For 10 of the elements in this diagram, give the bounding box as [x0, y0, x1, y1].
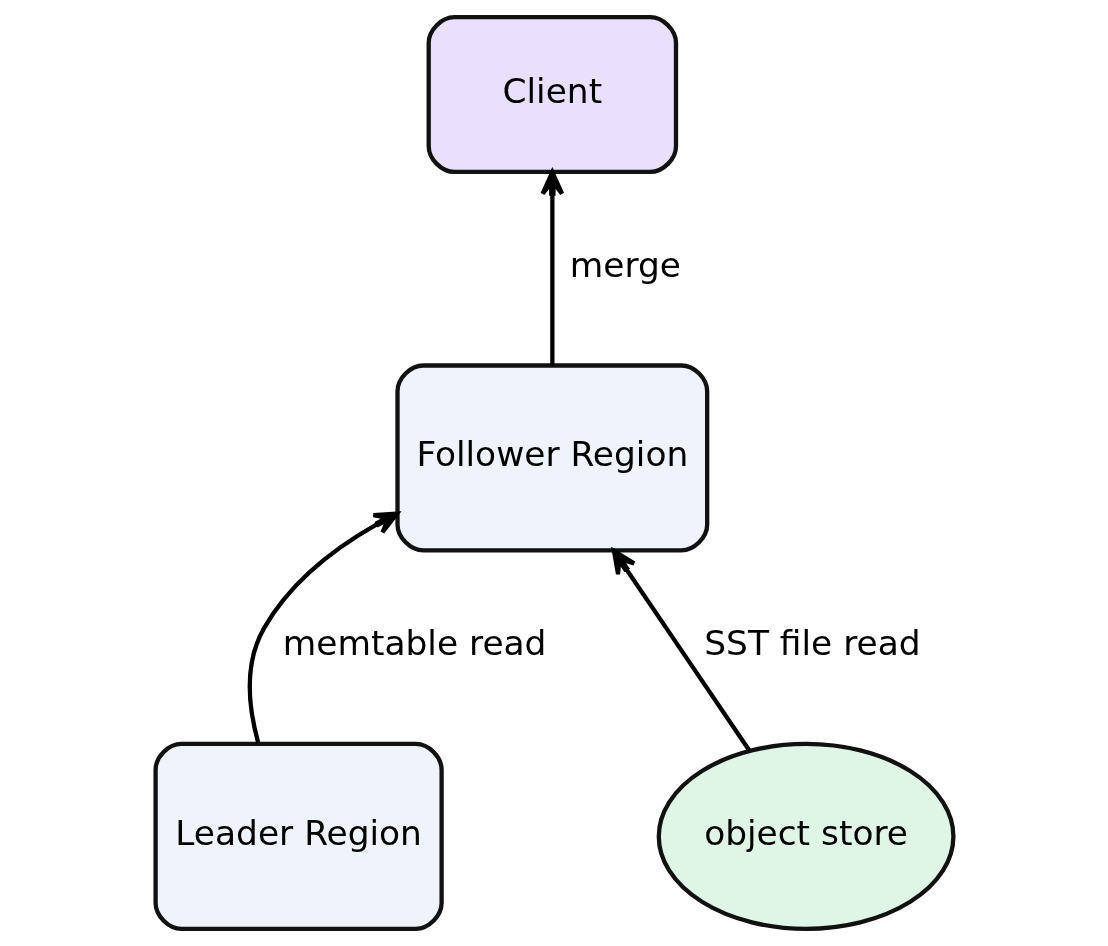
arrow: [611, 548, 751, 752]
node-box: Leader Region: [152, 741, 444, 932]
arrow: [540, 169, 564, 366]
node-box: Follower Region: [394, 363, 709, 553]
edge-label: merge: [569, 244, 681, 285]
edge-label: SST file read: [703, 623, 921, 664]
node-box: Client: [426, 14, 678, 175]
arrow: [247, 511, 399, 744]
edge-label: memtable read: [282, 623, 546, 664]
node-ellipse: object store: [656, 741, 956, 932]
